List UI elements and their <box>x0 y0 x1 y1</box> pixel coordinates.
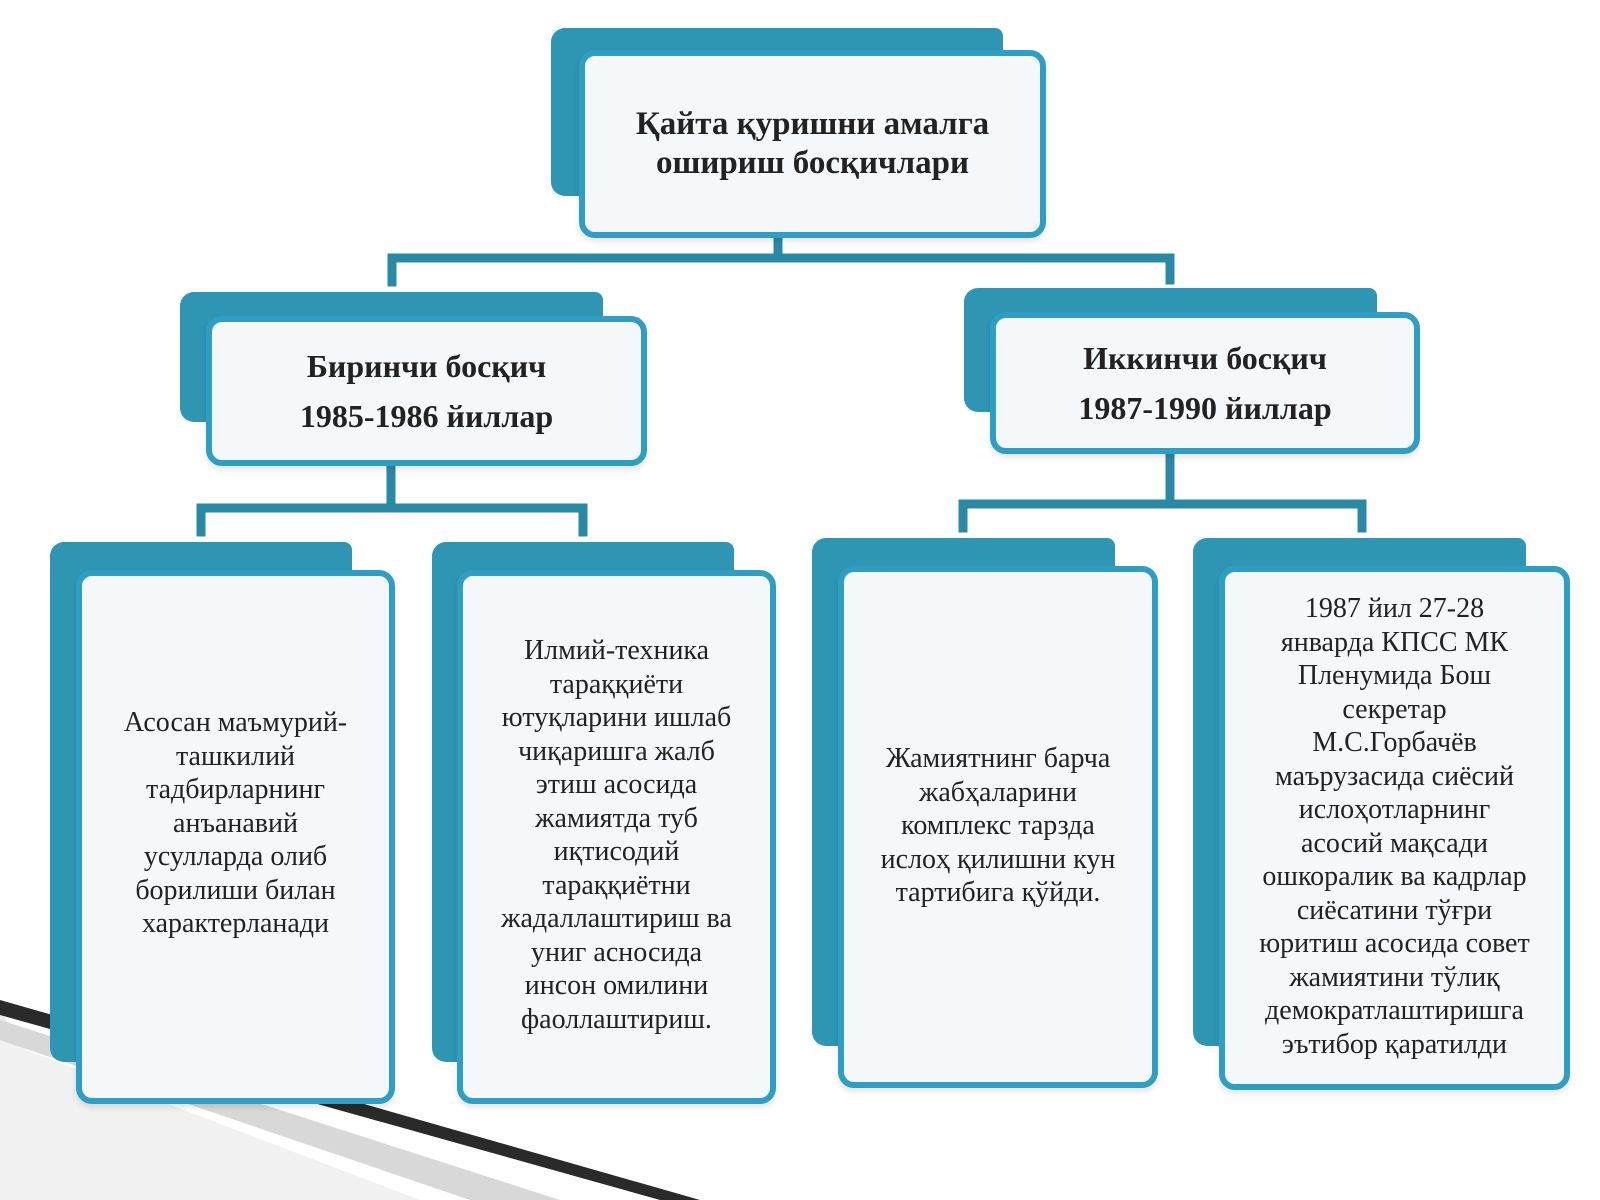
stage2-item2-line: Пленумида Бош <box>1297 660 1492 691</box>
stage2-item2-line: ошкоралик ва кадрлар <box>1262 861 1527 892</box>
stage2-item2-line: маърузасида сиёсий <box>1275 760 1514 792</box>
stage1-item2-node: Илмий-техника тараққиёти ютуқларини ишла… <box>432 542 776 1104</box>
stage2-item2-node: 1987 йил 27-28 январда КПСС МК Пленумида… <box>1193 538 1570 1090</box>
stage1-item2-line: Илмий-техника <box>523 635 710 666</box>
stage2-item1-line: комплекс тарзда <box>901 810 1095 841</box>
stage2-item1-node: Жамиятнинг барча жабҳаларини комплекс та… <box>812 538 1158 1088</box>
stage1-item1-line: ташкилий <box>175 740 296 772</box>
stage2-item2-card: 1987 йил 27-28 январда КПСС МК Пленумида… <box>1219 566 1570 1090</box>
stage2-name: Иккинчи босқич <box>1083 340 1327 376</box>
stage1-item1-line: тадбирларнинг <box>146 774 325 805</box>
root-node: Қайта қуришни амалга ошириш босқичлари <box>551 28 1046 238</box>
stage1-item1-node: Асосан маъмурий- ташкилий тадбирларнинг … <box>50 542 395 1104</box>
stage2-item2-line: секретар <box>1342 693 1447 725</box>
stage1-item2-line: фаоллаштириш. <box>521 1003 712 1035</box>
stage1-item2-line: жамиятда туб <box>535 802 698 834</box>
stage2-item2-line: юритиш асосида совет <box>1259 928 1530 959</box>
root-title-line1: Қайта қуришни амалга <box>635 106 990 142</box>
stage1-item2-text: Илмий-техника тараққиёти ютуқларини ишла… <box>489 634 744 1036</box>
stage1-item1-card: Асосан маъмурий- ташкилий тадбирларнинг … <box>76 570 395 1104</box>
stage2-item2-line: жамиятини тўлиқ <box>1289 961 1500 993</box>
stage1-item1-line: Асосан маъмурий- <box>123 707 348 738</box>
stage2-item1-line: ислоҳ қилишни кун <box>880 843 1116 875</box>
stage2-item2-line: демократлаштиришга <box>1265 995 1524 1026</box>
stage2-node: Иккинчи босқич 1987-1990 йиллар <box>964 288 1420 454</box>
stage1-item1-line: борилиши билан <box>135 874 336 906</box>
stage2-item2-line: ислоҳотларнинг <box>1298 794 1491 825</box>
stage2-item2-line: асосий мақсади <box>1301 827 1488 859</box>
stage1-item2-line: иқтисодий <box>553 836 680 867</box>
stage1-item2-line: ютуқларини ишлаб <box>501 702 732 733</box>
stage1-item2-line: чиқаришга жалб <box>518 735 715 767</box>
stage2-item2-line: 1987 йил 27-28 <box>1304 593 1485 624</box>
stage2-item1-line: Жамиятнинг барча <box>885 743 1111 774</box>
stage1-item1-line: характерланади <box>141 908 330 939</box>
stage1-name: Биринчи босқич <box>306 348 547 384</box>
stage1-years: 1985-1986 йиллар <box>299 398 554 434</box>
stage2-item1-card: Жамиятнинг барча жабҳаларини комплекс та… <box>838 566 1158 1088</box>
stage1-node-card: Биринчи босқич 1985-1986 йиллар <box>206 316 647 466</box>
stage2-item1-text: Жамиятнинг барча жабҳаларини комплекс та… <box>869 742 1128 910</box>
stage2-years: 1987-1990 йиллар <box>1078 390 1332 426</box>
stage1-item1-line: анъанавий <box>173 807 298 839</box>
stage1-item1-text: Асосан маъмурий- ташкилий тадбирларнинг … <box>112 706 359 941</box>
stage2-item2-line: М.С.Горбачёв <box>1312 727 1477 758</box>
stage1-node: Биринчи босқич 1985-1986 йиллар <box>180 292 647 466</box>
stage2-item2-line: эътибор қаратилди <box>1281 1028 1508 1060</box>
stage2-item2-line: январда КПСС МК <box>1280 626 1509 658</box>
stage2-item1-line: жабҳаларини <box>918 776 1078 808</box>
stage2-item2-line: сиёсатини тўғри <box>1296 894 1493 926</box>
root-title-line2: ошириш босқичлари <box>655 145 970 181</box>
stage1-item2-line: тараққиёти <box>549 668 684 700</box>
root-node-card: Қайта қуришни амалга ошириш босқичлари <box>579 50 1046 238</box>
stage1-item2-line: униг асносида <box>530 936 703 968</box>
stage2-item2-text: 1987 йил 27-28 январда КПСС МК Пленумида… <box>1247 592 1541 1061</box>
stage1-item2-card: Илмий-техника тараққиёти ютуқларини ишла… <box>457 570 776 1104</box>
stage2-node-card: Иккинчи босқич 1987-1990 йиллар <box>990 312 1420 454</box>
stage1-item2-line: инсон омилини <box>524 970 709 1001</box>
stage2-item1-line: тартибига қўйди. <box>895 877 1101 908</box>
stage1-item2-line: тараққиётни <box>542 869 691 901</box>
stage1-item2-line: жадаллаштириш ва <box>501 903 732 934</box>
stage1-item2-line: этиш асосида <box>535 769 698 800</box>
stage1-item1-line: усулларда олиб <box>143 841 328 872</box>
